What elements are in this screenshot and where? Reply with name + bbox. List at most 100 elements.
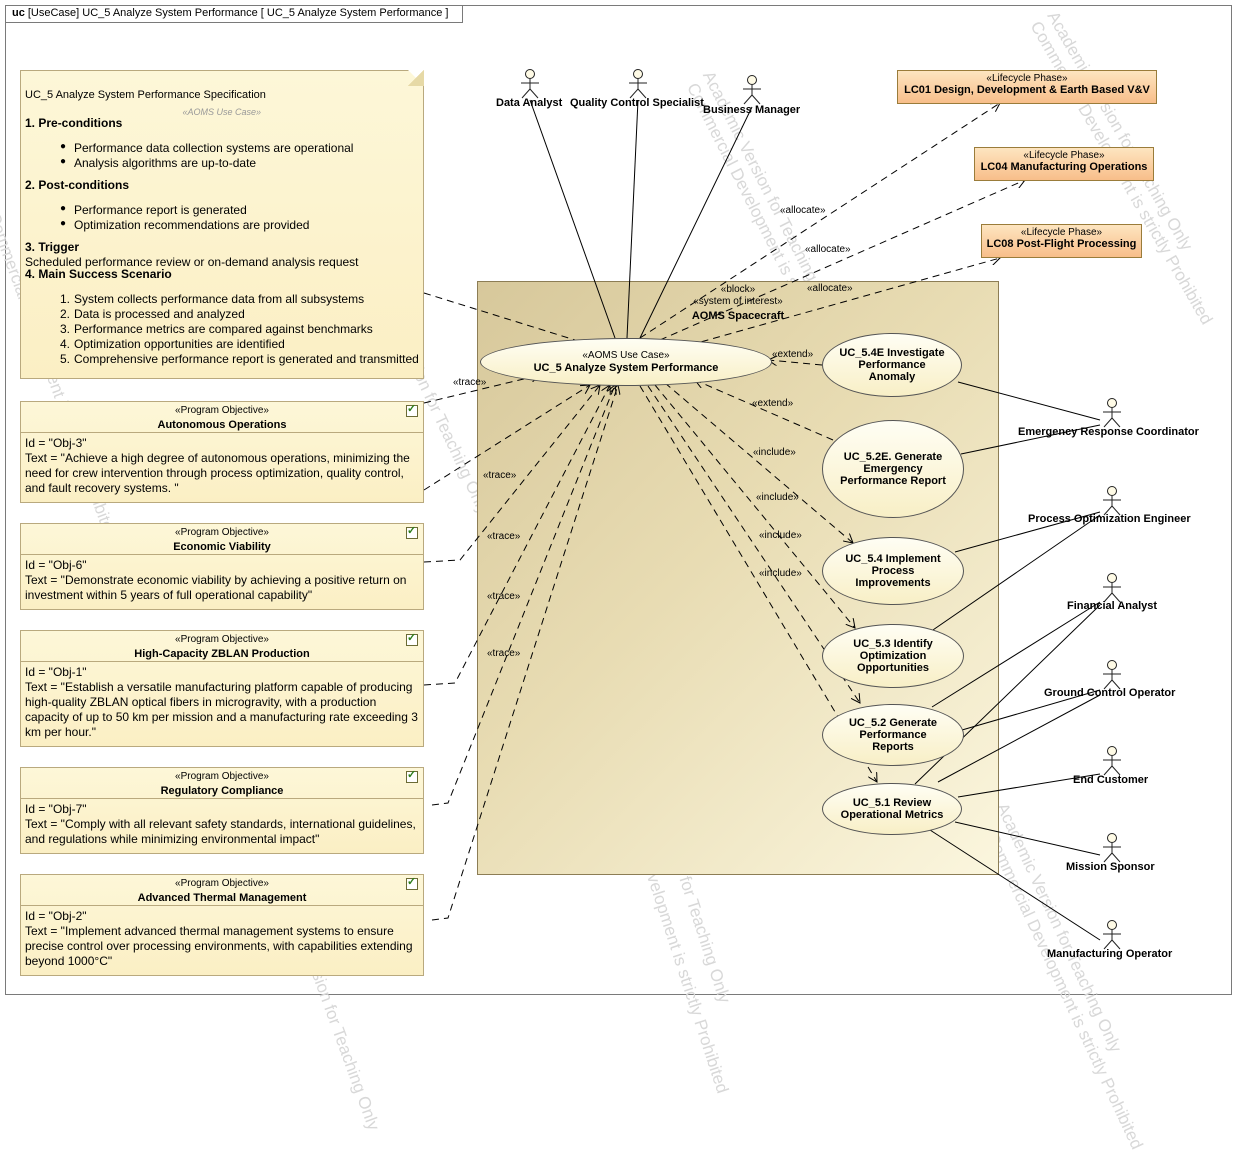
lifecycle-name: LC04 Manufacturing Operations: [980, 161, 1148, 173]
allocate-label: «allocate»: [805, 244, 851, 255]
objective-regulatory-compliance[interactable]: «Program Objective» Regulatory Compliance…: [20, 767, 424, 854]
actor-data-analyst[interactable]: Data Analyst: [496, 97, 563, 109]
actor-stick-figure-icon[interactable]: [1102, 920, 1122, 950]
objective-name: Economic Viability: [173, 541, 271, 553]
requirement-check-icon: [406, 768, 418, 783]
diagram-frame: uc[UseCase] UC_5 Analyze System Performa…: [5, 5, 1232, 995]
trace-label: «trace»: [483, 470, 517, 481]
include-label: «include»: [759, 530, 802, 541]
actor-business-manager[interactable]: Business Manager: [703, 104, 801, 116]
actor-end-customer[interactable]: End Customer: [1073, 774, 1149, 786]
requirement-check-icon: [406, 524, 418, 539]
objective-name: Advanced Thermal Management: [137, 892, 307, 904]
objective-economic-viability[interactable]: «Program Objective»Economic Viability Id…: [20, 523, 424, 610]
spec-note[interactable]: UC_5 Analyze System Performance Specific…: [20, 70, 424, 379]
requirement-check-icon: [406, 402, 418, 417]
use-case-uc5-2[interactable]: UC_5.2 Generate Performance Reports: [822, 704, 964, 766]
spec-post-item: Optimization recommendations are provide…: [60, 218, 309, 232]
spec-scenario-item: 5.Comprehensive performance report is ge…: [59, 352, 419, 366]
use-case-uc5-2e[interactable]: UC_5.2E. Generate Emergency Performance …: [822, 420, 964, 518]
objective-zblan-production[interactable]: «Program Objective» High-Capacity ZBLAN P…: [20, 630, 424, 747]
actor-quality-control-specialist[interactable]: Quality Control Specialist: [570, 97, 704, 109]
note-fold-corner: [408, 70, 424, 86]
actor-ground-control-operator[interactable]: Ground Control Operator: [1044, 687, 1176, 699]
use-case-name: UC_5.3 Identify Optimization Opportuniti…: [853, 638, 933, 674]
trace-label: «trace»: [487, 591, 521, 602]
lifecycle-stereotype: «Lifecycle Phase»: [1020, 227, 1103, 238]
actor-stick-figure-icon[interactable]: [1102, 660, 1122, 690]
include-label: «include»: [756, 492, 799, 503]
spec-trigger-heading: 3. Trigger: [25, 240, 80, 254]
lifecycle-name: LC01 Design, Development & Earth Based V…: [904, 84, 1150, 96]
use-case-name: UC_5.4 Implement Process Improvements: [845, 553, 941, 589]
objective-stereotype: «Program Objective»: [175, 771, 269, 782]
spec-scenario-item: 3.Performance metrics are compared again…: [59, 322, 373, 336]
objective-text: Text = "Achieve a high degree of autonom…: [25, 451, 410, 495]
spec-pre-item: Performance data collection systems are …: [60, 141, 354, 155]
objective-id: Id = "Obj-3": [25, 436, 87, 450]
objective-stereotype: «Program Objective»: [175, 878, 269, 889]
objective-autonomous-operations[interactable]: «Program Objective» Autonomous Operations…: [20, 401, 424, 503]
actor-stick-figure-icon[interactable]: [520, 69, 540, 99]
frame-tab[interactable]: uc[UseCase] UC_5 Analyze System Performa…: [6, 6, 464, 23]
requirement-check-icon: [406, 875, 418, 890]
actor-emergency-response-coordinator[interactable]: Emergency Response Coordinator: [1018, 426, 1199, 438]
actor-stick-figure-icon[interactable]: [742, 75, 762, 105]
extend-label: «extend»: [752, 398, 794, 409]
objective-text: Text = "Establish a versatile manufactur…: [25, 680, 418, 739]
objective-text: Text = "Demonstrate economic viability b…: [25, 573, 407, 602]
objective-thermal-management[interactable]: «Program Objective» Advanced Thermal Mana…: [20, 874, 424, 976]
extend-label: «extend»: [772, 349, 814, 360]
objective-stereotype: «Program Objective»: [175, 634, 269, 645]
use-case-uc5-4e[interactable]: UC_5.4E Investigate Performance Anomaly: [822, 333, 962, 397]
objective-name: Regulatory Compliance: [160, 785, 284, 797]
spec-pre-heading: 1. Pre-conditions: [25, 116, 123, 130]
frame-kind: uc: [12, 7, 25, 19]
objective-text: Text = "Implement advanced thermal manag…: [25, 924, 413, 968]
trace-label: «trace»: [453, 377, 487, 388]
use-case-uc5[interactable]: «AOMS Use Case» UC_5 Analyze System Perf…: [480, 338, 772, 386]
boundary-stereotype-soi: «system of interest»: [693, 296, 783, 307]
actor-mission-sponsor[interactable]: Mission Sponsor: [1066, 861, 1155, 873]
actor-stick-figure-icon[interactable]: [1102, 833, 1122, 863]
spec-scenario-item: 2.Data is processed and analyzed: [59, 307, 245, 321]
spec-pre-item: Analysis algorithms are up-to-date: [60, 156, 256, 170]
trace-label: «trace»: [487, 648, 521, 659]
use-case-uc5-1[interactable]: UC_5.1 Review Operational Metrics: [822, 783, 962, 835]
actor-stick-figure-icon[interactable]: [1102, 746, 1122, 776]
boundary-stereotype-block: «block»: [720, 284, 756, 295]
spec-stereotype: «AOMS Use Case»: [182, 107, 261, 117]
spec-scenario-item: 1.System collects performance data from …: [59, 292, 365, 306]
include-label: «include»: [753, 447, 796, 458]
use-case-uc5-4[interactable]: UC_5.4 Implement Process Improvements: [822, 537, 964, 605]
use-case-uc5-3[interactable]: UC_5.3 Identify Optimization Opportuniti…: [822, 624, 964, 688]
spec-scenario-heading: 4. Main Success Scenario: [25, 267, 172, 281]
lifecycle-phase-lc04[interactable]: «Lifecycle Phase» LC04 Manufacturing Ope…: [974, 147, 1154, 181]
lifecycle-name: LC08 Post-Flight Processing: [986, 238, 1137, 250]
objective-id: Id = "Obj-1": [25, 665, 87, 679]
lifecycle-stereotype: «Lifecycle Phase»: [986, 73, 1068, 84]
objective-id: Id = "Obj-2": [25, 909, 87, 923]
actor-stick-figure-icon[interactable]: [1102, 398, 1122, 428]
use-case-name: UC_5.4E Investigate Performance Anomaly: [839, 347, 945, 383]
trace-label: «trace»: [487, 531, 521, 542]
actor-manufacturing-operator[interactable]: Manufacturing Operator: [1047, 948, 1173, 960]
objective-name: Autonomous Operations: [157, 419, 287, 431]
objective-stereotype: «Program Objective»: [175, 405, 269, 416]
use-case-name: UC_5.2E. Generate Emergency Performance …: [840, 451, 946, 487]
objective-name: High-Capacity ZBLAN Production: [134, 648, 310, 660]
spec-title: UC_5 Analyze System Performance Specific…: [25, 89, 266, 101]
include-label: «include»: [759, 568, 802, 579]
actor-stick-figure-icon[interactable]: [1102, 486, 1122, 516]
lifecycle-phase-lc01[interactable]: «Lifecycle Phase» LC01 Design, Developme…: [897, 70, 1157, 104]
actor-stick-figure-icon[interactable]: [1102, 573, 1122, 603]
spec-scenario-item: 4.Optimization opportunities are identif…: [59, 337, 285, 351]
actor-stick-figure-icon[interactable]: [628, 69, 648, 99]
objective-text: Text = "Comply with all relevant safety …: [25, 817, 416, 846]
spec-post-heading: 2. Post-conditions: [25, 178, 130, 192]
lifecycle-stereotype: «Lifecycle Phase»: [1023, 150, 1105, 161]
actor-process-optimization-engineer[interactable]: Process Optimization Engineer: [1028, 513, 1191, 525]
use-case-stereotype: «AOMS Use Case»: [582, 350, 670, 361]
actor-financial-analyst[interactable]: Financial Analyst: [1067, 600, 1158, 612]
lifecycle-phase-lc08[interactable]: «Lifecycle Phase» LC08 Post-Flight Proce…: [981, 224, 1142, 258]
